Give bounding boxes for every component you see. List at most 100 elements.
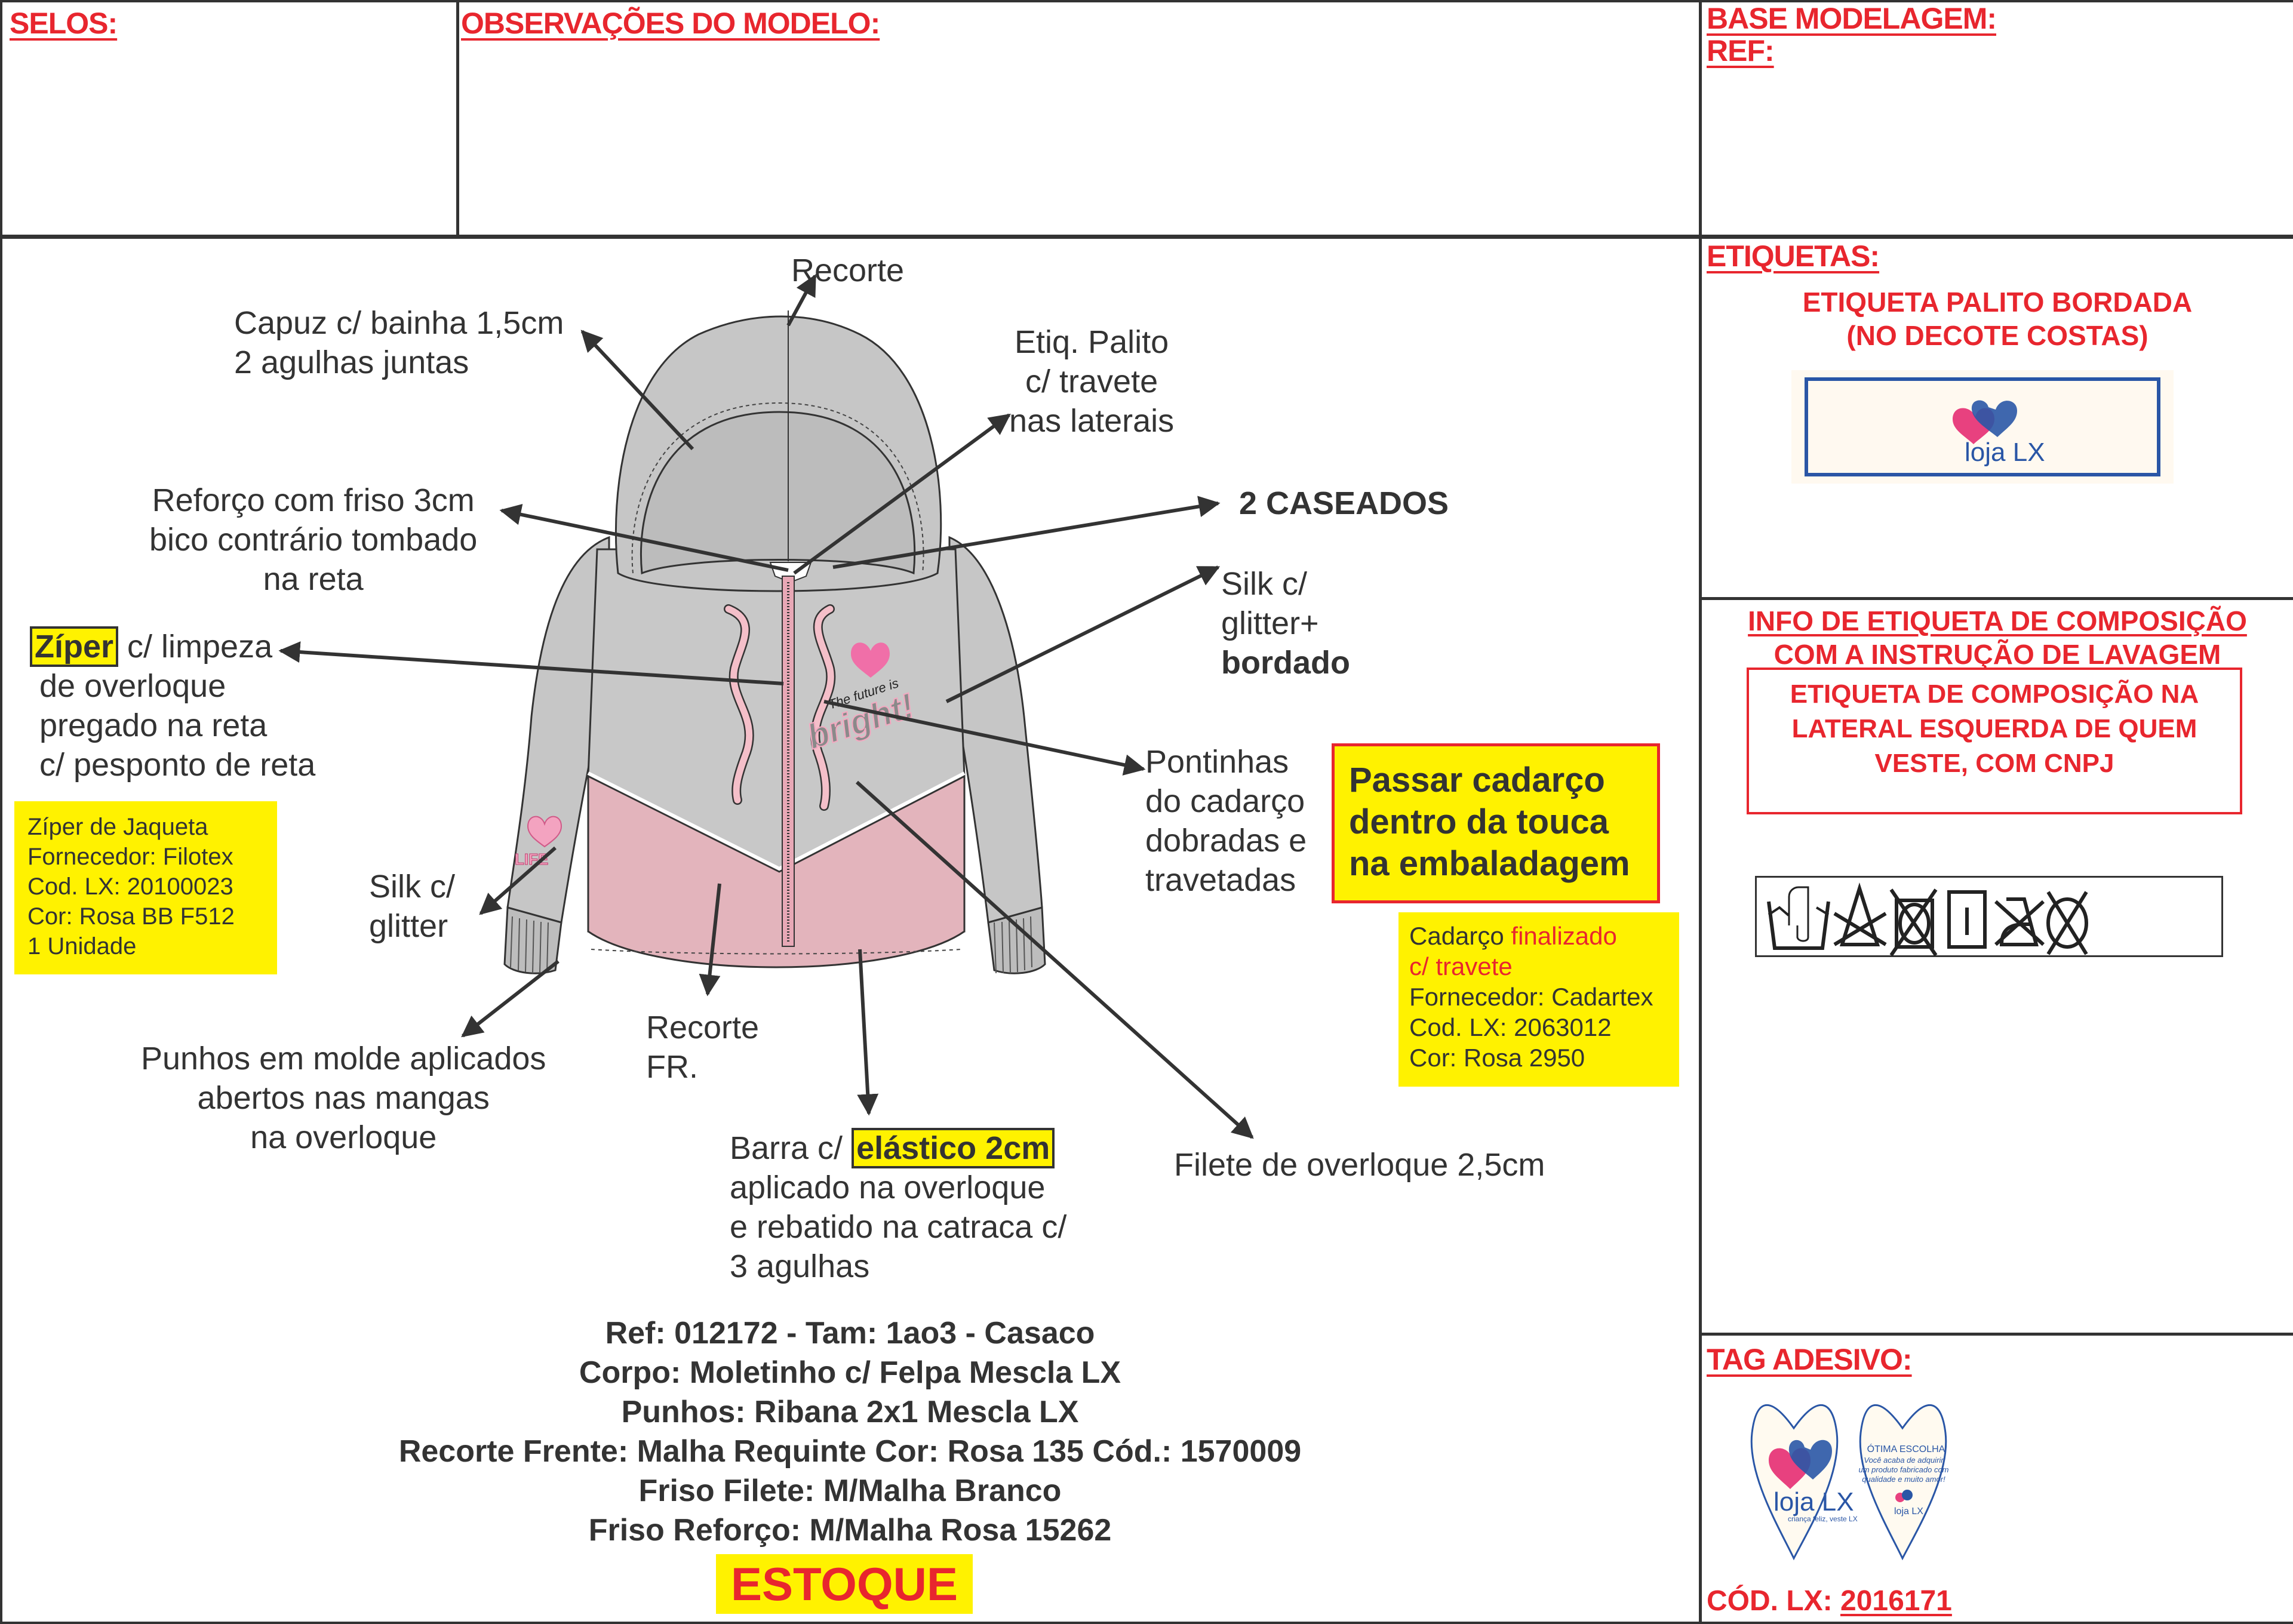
composicao-line: VESTE, COM CNPJ (1874, 749, 2114, 778)
care-symbols-box (1755, 876, 2223, 957)
sleeve-print-text: LIFE (515, 850, 548, 868)
box-line: Cadarço finalizado (1409, 921, 1668, 951)
note-line: 2 agulhas juntas (234, 345, 469, 380)
note-line: pregado na reta (39, 708, 268, 743)
top-row-divider (0, 235, 2293, 239)
line-dry-icon (1947, 890, 1987, 949)
caseados-note: 2 CASEADOS (1239, 484, 1449, 523)
box-line: c/ travete (1409, 952, 1513, 980)
note-line: aplicado na overloque (730, 1170, 1046, 1205)
no-iron-icon (1994, 897, 2045, 946)
ziper-supplier-box: Zíper de Jaqueta Fornecedor: Filotex Cod… (14, 801, 277, 974)
brand-logo-icon: loja LX (1953, 400, 2045, 467)
note-line: Recorte (791, 253, 905, 288)
cadarco-supplier-box: Cadarço finalizado c/ travete Fornecedor… (1398, 912, 1679, 1087)
box-line: Fornecedor: Cadartex (1409, 983, 1653, 1011)
info-composicao-line: INFO DE ETIQUETA DE COMPOSIÇÃO (1748, 605, 2247, 636)
note-line: FR. (646, 1049, 698, 1085)
drawstring-left-fill (725, 605, 753, 804)
note-line: 3 agulhas (730, 1248, 870, 1284)
tag-adesivo-header: TAG ADESIVO: (1707, 1343, 1913, 1376)
recorte-fr-note: Recorte FR. (646, 1008, 759, 1087)
spec-line: Corpo: Moletinho c/ Felpa Mescla LX (579, 1355, 1121, 1390)
note-fragment: Barra c/ (730, 1130, 852, 1166)
punhos-note: Punhos em molde aplicados abertos nas ma… (141, 1039, 546, 1157)
hood-stitch (631, 402, 924, 574)
note-line: nas laterais (1009, 403, 1175, 439)
note-line: e rebatido na catraca c/ (730, 1209, 1067, 1245)
box-line: na embaladagem (1349, 844, 1630, 883)
brand-logo-text: loja LX (1965, 438, 2045, 467)
composicao-line: LATERAL ESQUERDA DE QUEM (1791, 714, 2197, 743)
note-line: Barra c/ elástico 2cm (730, 1128, 1066, 1168)
note-line: de overloque (39, 668, 226, 704)
reforco-note: Reforço com friso 3cm bico contrário tom… (149, 481, 477, 599)
tag-divider (1699, 1333, 2293, 1336)
recorte-top-note: Recorte (791, 251, 904, 290)
note-line: na overloque (250, 1119, 437, 1155)
palito-label-image: loja LX (1791, 370, 2174, 484)
note-line: Silk c/ (1221, 566, 1308, 602)
note-line: dobradas e (1145, 823, 1307, 859)
note-line: 2 CASEADOS (1239, 485, 1449, 521)
composicao-line: ETIQUETA DE COMPOSIÇÃO NA (1790, 679, 2199, 709)
no-bleach-icon (1833, 882, 1887, 946)
box-line: 1 Unidade (27, 933, 137, 959)
filete-note: Filete de overloque 2,5cm (1174, 1145, 1545, 1185)
box-line: Passar cadarço (1349, 761, 1605, 799)
cod-lx-value: 2016171 (1840, 1585, 1952, 1617)
note-line: Silk c/ (369, 869, 456, 905)
box-line: Cor: Rosa BB F512 (27, 903, 235, 930)
note-line: glitter (369, 908, 448, 944)
note-line: na reta (263, 561, 364, 597)
note-line: Pontinhas (1145, 744, 1289, 780)
spec-line: Recorte Frente: Malha Requinte Cor: Rosa… (398, 1434, 1302, 1469)
passar-cadarco-box: Passar cadarço dentro da touca na embala… (1332, 743, 1660, 903)
no-tumble-dry-icon (1889, 888, 1938, 956)
box-line: Zíper de Jaqueta (27, 814, 208, 840)
note-line: Filete de overloque 2,5cm (1174, 1147, 1545, 1183)
note-line: Zíper c/ limpeza (30, 626, 315, 667)
silk-glitter-note: Silk c/ glitter (369, 867, 455, 946)
elastico-highlight: elástico 2cm (852, 1128, 1055, 1168)
note-line: bordado (1221, 645, 1350, 681)
ziper-note: Zíper c/ limpeza de overloque pregado na… (30, 626, 316, 785)
estoque-badge: ESTOQUE (716, 1554, 973, 1614)
note-line: Etiq. Palito (1015, 324, 1169, 360)
note-line: do cadarço (1145, 783, 1305, 819)
box-line: dentro da touca (1349, 802, 1609, 841)
observacoes-header: OBSERVAÇÕES DO MODELO: (461, 7, 880, 40)
palito-title-line: ETIQUETA PALITO BORDADA (1802, 287, 2193, 318)
spec-block: Ref: 012172 - Tam: 1ao3 - Casaco Corpo: … (0, 1314, 1700, 1550)
ref-header: REF: (1707, 34, 1775, 67)
right-column-divider (1699, 0, 1702, 1622)
note-line: c/ pesponto de reta (39, 747, 316, 783)
hand-wash-icon (1767, 886, 1830, 950)
no-dry-clean-icon (2046, 891, 2088, 955)
barra-note: Barra c/ elástico 2cm aplicado na overlo… (730, 1128, 1066, 1286)
spec-line: Punhos: Ribana 2x1 Mescla LX (621, 1395, 1079, 1429)
spec-line: Friso Reforço: M/Malha Rosa 15262 (588, 1513, 1112, 1548)
capuz-note: Capuz c/ bainha 1,5cm 2 agulhas juntas (234, 303, 564, 382)
note-line: travetadas (1145, 862, 1296, 898)
etiquetas-header: ETIQUETAS: (1707, 239, 1880, 273)
palito-title-line: (NO DECOTE COSTAS) (1846, 320, 2148, 351)
note-line: Capuz c/ bainha 1,5cm (234, 305, 564, 341)
etiquetas-divider (1699, 597, 2293, 600)
cod-lx: CÓD. LX: 2016171 (1707, 1585, 1952, 1618)
info-composicao-line: COM A INSTRUÇÃO DE LAVAGEM (1773, 639, 2221, 670)
box-line: Cod. LX: 20100023 (27, 873, 233, 900)
selos-divider (456, 0, 459, 237)
note-line: Reforço com friso 3cm (152, 482, 475, 518)
palito-title: ETIQUETA PALITO BORDADA (NO DECOTE COSTA… (1702, 285, 2293, 352)
box-line: Cor: Rosa 2950 (1409, 1044, 1585, 1072)
spec-line: Ref: 012172 - Tam: 1ao3 - Casaco (605, 1316, 1095, 1351)
note-line: glitter+ (1221, 605, 1319, 641)
note-fragment: c/ limpeza (118, 629, 273, 665)
box-line: Cod. LX: 2063012 (1409, 1013, 1612, 1041)
silk-bordado-note: Silk c/ glitter+ bordado (1221, 564, 1350, 682)
box-fragment: Cadarço (1409, 922, 1511, 950)
info-composicao-header: INFO DE ETIQUETA DE COMPOSIÇÃO COM A INS… (1702, 604, 2293, 671)
pontinhas-note: Pontinhas do cadarço dobradas e travetad… (1145, 742, 1307, 900)
note-line: bico contrário tombado (149, 522, 478, 558)
